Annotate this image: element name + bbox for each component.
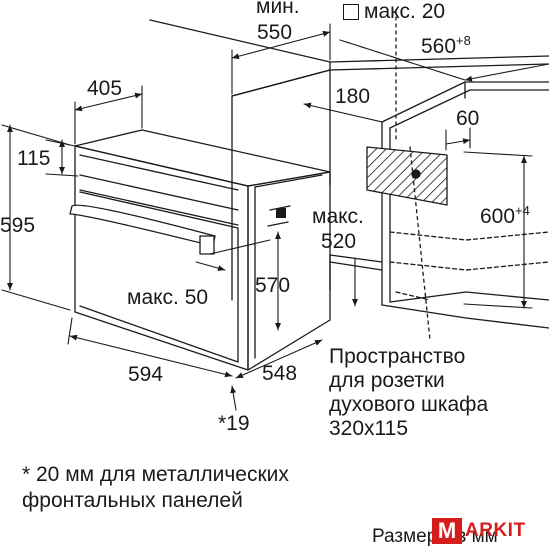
label-560: 560+8 <box>421 33 471 58</box>
oven-body <box>69 129 331 371</box>
label-60: 60 <box>456 107 480 130</box>
watermark-letter: M <box>432 518 462 544</box>
socket-note-line: Пространство <box>329 345 466 368</box>
socket-note-line: 320x115 <box>329 417 409 440</box>
dim-405 <box>74 92 143 112</box>
label-594: 594 <box>128 363 164 386</box>
socket-note-line: для розетки <box>329 369 445 392</box>
hidden-line <box>389 231 549 241</box>
footnote: * 20 мм для металлических фронтальных па… <box>22 462 289 514</box>
dim-max50 <box>195 261 226 272</box>
watermark-text: ARKIT <box>465 520 526 541</box>
footnote-line: * 20 мм для металлических <box>22 463 289 486</box>
label-max20: макс. 20 <box>364 0 446 23</box>
dim-60 <box>445 138 471 145</box>
label-max520-title: макс. <box>312 205 364 228</box>
socket-note: Пространство для розетки духового шкафа … <box>329 345 488 441</box>
dim-550 <box>231 30 331 60</box>
dim-594 <box>69 334 233 378</box>
dimension-lines <box>1 23 549 411</box>
label-595: 595 <box>0 214 36 237</box>
label-19: *19 <box>218 412 250 435</box>
oven-handle <box>69 204 216 247</box>
countertop-outline <box>149 19 549 63</box>
label-550: 550 <box>257 21 293 44</box>
label-570: 570 <box>255 274 291 297</box>
label-520: 520 <box>321 230 357 253</box>
oven-side <box>247 171 331 371</box>
label-548: 548 <box>262 362 298 385</box>
socket-icon <box>411 169 421 179</box>
socket-zone <box>366 9 448 341</box>
socket-hatched-area <box>366 146 448 206</box>
dim-560 <box>464 63 549 82</box>
label-180: 180 <box>335 85 371 108</box>
watermark-logo: M ARKIT <box>432 512 549 550</box>
label-405: 405 <box>87 77 123 100</box>
socket-note-line: духового шкафа <box>329 393 489 416</box>
checkbox-icon <box>343 4 359 20</box>
footnote-line: фронтальных панелей <box>22 489 243 512</box>
dim-548 <box>235 339 323 379</box>
oven-top <box>74 129 331 187</box>
label-600: 600+4 <box>480 203 530 228</box>
oven-door <box>79 191 239 363</box>
dim-180 <box>303 102 383 123</box>
label-115: 115 <box>17 147 51 170</box>
label-max50: макс. 50 <box>127 286 209 309</box>
label-min: мин. <box>256 0 300 18</box>
kitchen-cabinet <box>149 19 549 329</box>
